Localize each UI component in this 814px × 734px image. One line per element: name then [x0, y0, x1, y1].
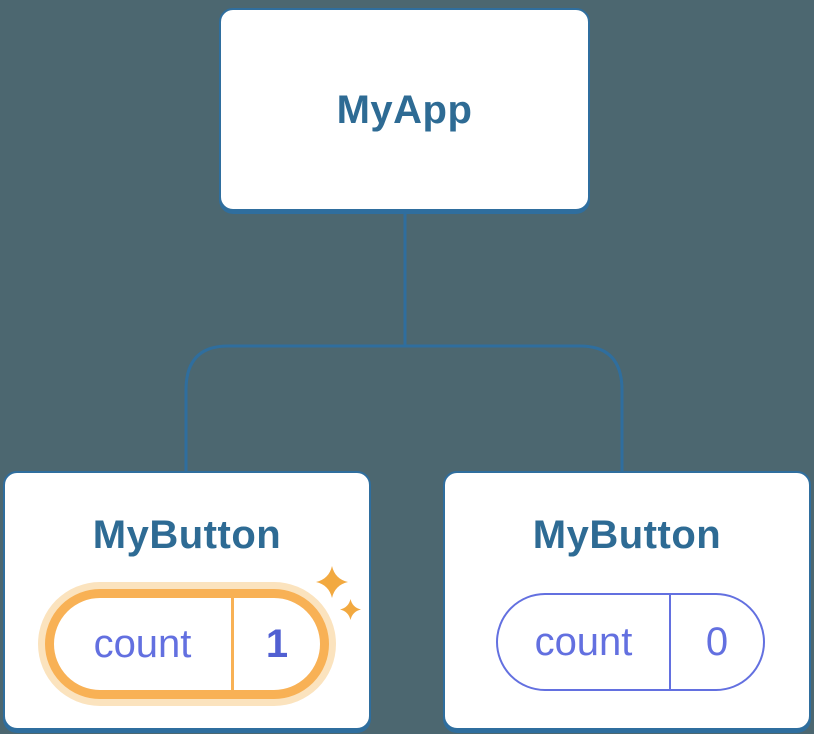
node-label-mybutton-right: MyButton [532, 513, 722, 557]
node-label-myapp: MyApp [336, 87, 473, 132]
sparkle-icon [340, 599, 361, 620]
tree-node-myapp: MyApp [219, 8, 590, 211]
state-key-label: count [54, 598, 234, 690]
state-pill-highlighted: count 1 [45, 589, 329, 699]
node-label-mybutton-left: MyButton [92, 513, 282, 557]
state-pill: count 0 [496, 593, 765, 691]
connector-branch [184, 344, 624, 472]
tree-node-mybutton-left: MyButton count 1 [3, 471, 371, 730]
state-key-label: count [498, 595, 671, 689]
sparkle-icon [316, 566, 348, 598]
state-value: 1 [265, 622, 289, 666]
state-value: 0 [705, 620, 729, 664]
tree-node-mybutton-right: MyButton count 0 [443, 471, 811, 730]
